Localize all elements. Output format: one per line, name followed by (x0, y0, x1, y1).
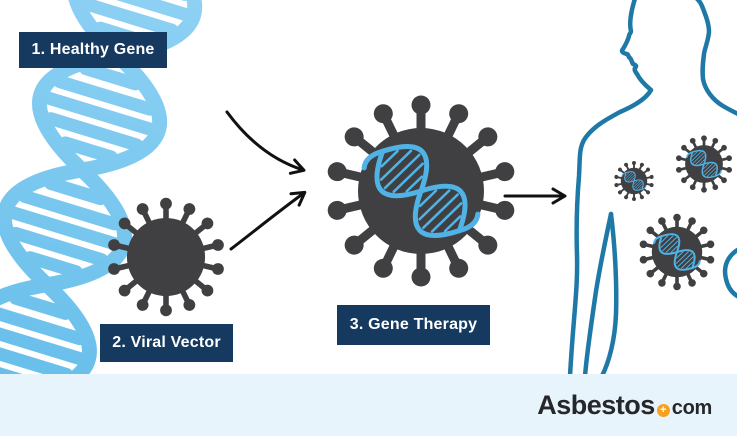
brand-name: Asbestos (537, 389, 655, 420)
gene-therapy-virus-icon (326, 96, 516, 287)
brand-logo: Asbestos + com (537, 390, 712, 421)
body-virus-small-icon (614, 161, 654, 201)
brand-tld: com (671, 396, 713, 419)
plus-badge-icon: + (656, 403, 670, 417)
human-body-outline (567, 0, 737, 379)
step-3-label: 3. Gene Therapy (337, 305, 490, 345)
body-virus-large-icon (639, 214, 715, 290)
arrow-viral-vector-to-gene-therapy (229, 190, 307, 251)
step-2-label: 2. Viral Vector (100, 324, 233, 362)
body-virus-medium-icon (675, 135, 732, 192)
arrow-healthy-gene-to-gene-therapy (225, 110, 306, 175)
footer-bar: Asbestos + com (0, 374, 737, 436)
step-1-label: 1. Healthy Gene (19, 32, 167, 68)
